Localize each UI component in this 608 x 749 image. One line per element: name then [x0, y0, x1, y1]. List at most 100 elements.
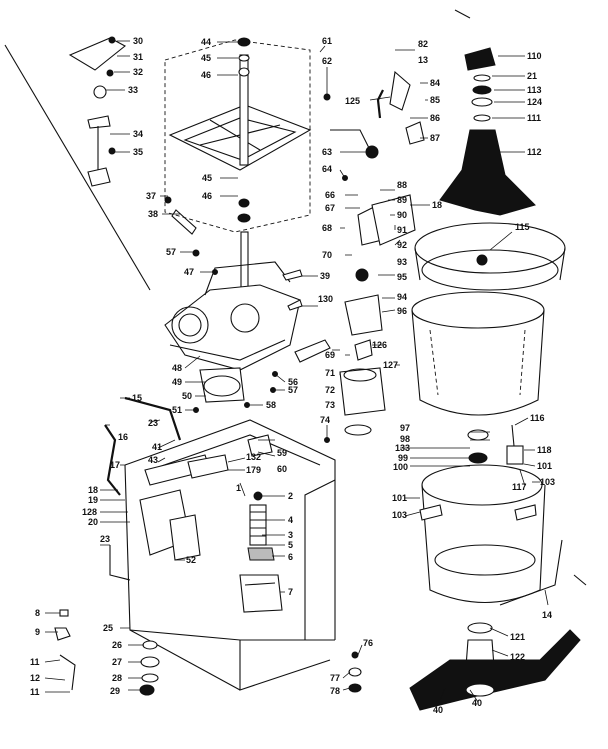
foot-pad — [139, 684, 155, 696]
callout-13: 13 — [418, 55, 428, 65]
callout-28: 28 — [112, 673, 122, 683]
bracket-part — [514, 504, 537, 521]
callout-127: 127 — [383, 360, 398, 370]
callout-43: 43 — [148, 455, 158, 465]
screw-part — [212, 269, 218, 275]
plate-inner — [183, 117, 297, 161]
callout-115: 115 — [515, 222, 530, 232]
clutch — [467, 622, 493, 634]
clip-part — [405, 121, 425, 145]
transmission-assembly — [164, 231, 331, 413]
callout-17: 17 — [110, 460, 120, 470]
callout-58: 58 — [266, 400, 276, 410]
callout-46: 46 — [202, 191, 212, 201]
nut — [468, 452, 488, 464]
gear — [171, 306, 209, 344]
callout-45: 45 — [202, 173, 212, 183]
callout-67: 67 — [325, 203, 335, 213]
clutch-and-pulley — [409, 622, 581, 711]
screw-part — [59, 609, 69, 617]
outer-tub — [411, 222, 566, 416]
callout-130: 130 — [318, 294, 333, 304]
callout-126: 126 — [372, 340, 387, 350]
leader-lines — [44, 40, 549, 703]
callout-40: 40 — [472, 698, 482, 708]
callout-12: 12 — [30, 673, 40, 683]
pulley — [465, 683, 495, 697]
callout-74: 74 — [320, 415, 330, 425]
scan-edge-line — [4, 44, 151, 291]
callout-112: 112 — [527, 147, 542, 157]
agitator — [439, 129, 536, 216]
callout-40: 40 — [433, 705, 443, 715]
callout-90: 90 — [397, 210, 407, 220]
foot — [140, 656, 160, 668]
callout-122: 122 — [510, 652, 525, 662]
callout-70: 70 — [322, 250, 332, 260]
bracket-part — [68, 37, 126, 71]
collar — [247, 547, 275, 561]
callout-38: 38 — [148, 209, 158, 219]
tub-cover — [421, 249, 559, 291]
bearing — [237, 213, 251, 223]
callout-31: 31 — [133, 52, 143, 62]
callout-97: 97 — [400, 423, 410, 433]
motor-mount — [344, 424, 372, 436]
callout-99: 99 — [398, 453, 408, 463]
top-left-parts — [68, 36, 200, 257]
callout-23: 23 — [148, 418, 158, 428]
cabinet-front-bottom — [239, 640, 331, 691]
callout-18: 18 — [432, 200, 442, 210]
nut — [472, 85, 492, 95]
dashed-outline — [164, 39, 311, 233]
callout-63: 63 — [322, 147, 332, 157]
hose — [376, 89, 384, 119]
callout-57: 57 — [288, 385, 298, 395]
callout-132: 132 — [246, 452, 261, 462]
callout-11: 11 — [30, 657, 40, 667]
callout-25: 25 — [103, 623, 113, 633]
callout-95: 95 — [397, 272, 407, 282]
spring-coils — [250, 511, 266, 537]
foot — [142, 640, 158, 650]
callout-66: 66 — [325, 190, 335, 200]
belt — [409, 629, 581, 711]
cabinet-base-edge — [129, 629, 335, 641]
wire-harness — [104, 424, 121, 496]
callout-52: 52 — [186, 555, 196, 565]
callout-labels: 30 31 32 33 34 35 37 38 57 44 45 46 45 4… — [30, 36, 555, 715]
basket-floor — [434, 544, 536, 576]
callout-117: 117 — [512, 482, 527, 492]
callout-103: 103 — [540, 477, 555, 487]
callout-96: 96 — [397, 306, 407, 316]
callout-20: 20 — [88, 517, 98, 527]
callout-100: 100 — [393, 462, 408, 472]
washer-part — [164, 196, 172, 204]
callout-33: 33 — [128, 85, 138, 95]
rod — [330, 129, 371, 151]
washer — [471, 97, 493, 107]
agitator-cap — [464, 47, 496, 71]
callout-41: 41 — [152, 442, 162, 452]
cabinet — [124, 419, 336, 691]
callout-62: 62 — [322, 56, 332, 66]
shaft-ring — [238, 54, 250, 62]
callout-44: 44 — [201, 37, 211, 47]
drain-pump-assembly — [324, 70, 425, 443]
foot — [348, 667, 362, 677]
callout-6: 6 — [288, 552, 293, 562]
cabinet-left-edge — [124, 464, 241, 691]
callout-19: 19 — [88, 495, 98, 505]
callout-59: 59 — [277, 448, 287, 458]
callout-11: 11 — [30, 687, 40, 697]
screw-part — [108, 147, 116, 155]
ring — [473, 114, 491, 122]
gear-hub — [178, 313, 202, 337]
callout-39: 39 — [320, 271, 330, 281]
callout-27: 27 — [112, 657, 122, 667]
tub-shading — [429, 329, 526, 396]
pump — [169, 514, 201, 561]
callout-91: 91 — [397, 225, 407, 235]
pulley — [203, 375, 241, 397]
